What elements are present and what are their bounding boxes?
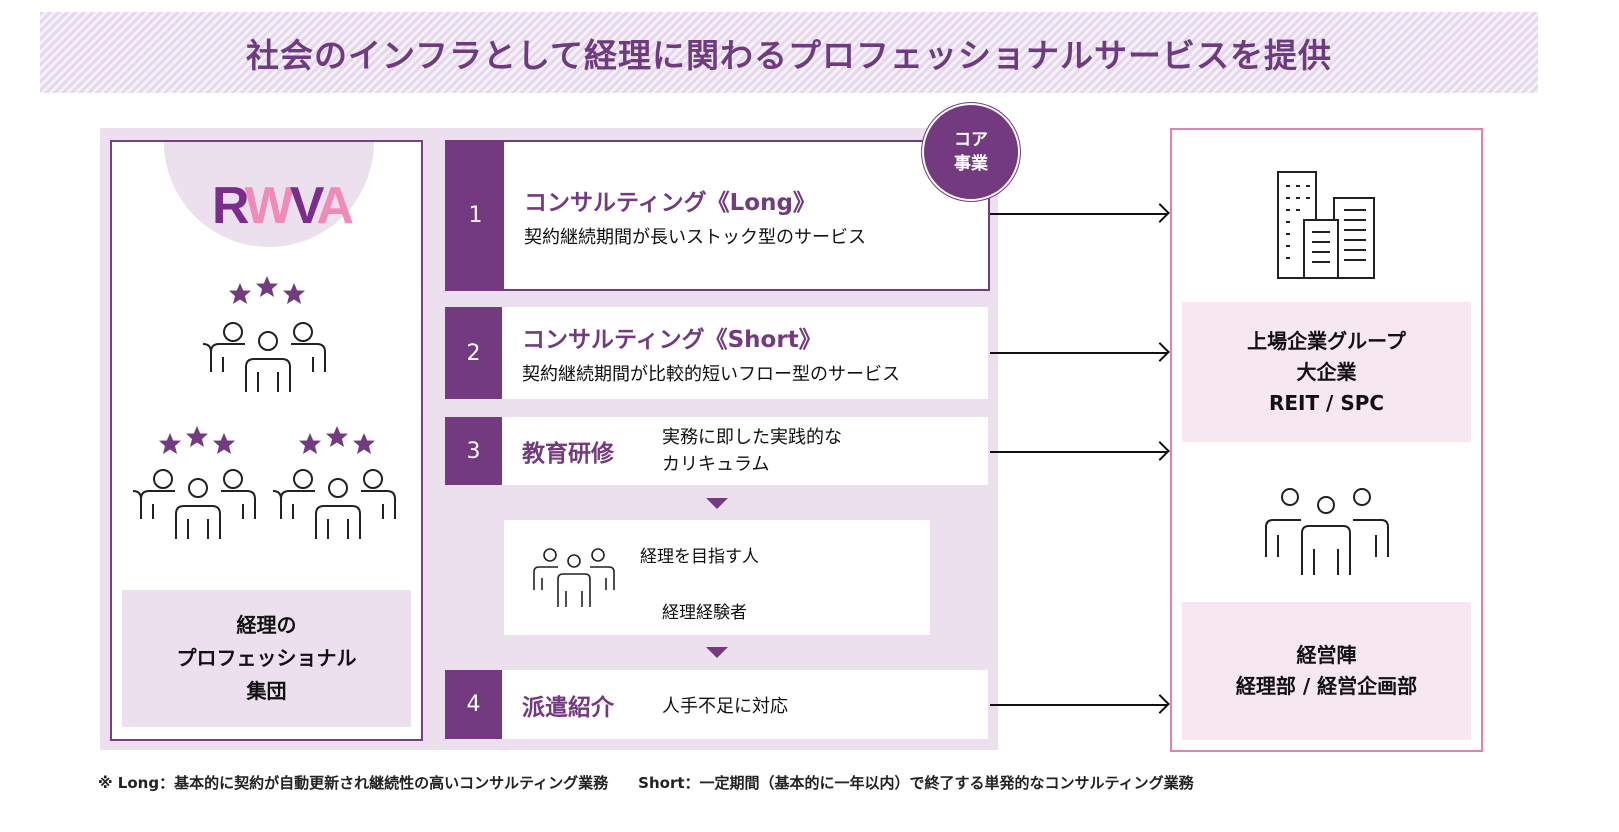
team-stars-icon: [132, 276, 396, 540]
service-title: 教育研修: [522, 441, 614, 467]
service-row-4: 4 派遣紹介 人手不足に対応: [445, 670, 988, 739]
page-title: 社会のインフラとして経理に関わるプロフェッショナルサービスを提供: [40, 12, 1538, 93]
people-icon: [1265, 488, 1389, 575]
service-number: 4: [445, 670, 502, 739]
rwa-logo: RWVA: [212, 177, 354, 235]
core-business-badge: コア事業: [922, 103, 1020, 201]
service-desc: 契約継続期間が長いストック型のサービス: [524, 226, 866, 248]
badge-line: コア: [954, 130, 988, 150]
service-number: 3: [445, 417, 502, 485]
people-icon: [533, 548, 615, 607]
professional-group-panel: RWVA 経理の プロフェッショナル 集団: [110, 140, 423, 741]
down-triangle-icon: [706, 647, 728, 658]
trainees-box: 経理を目指す人 経理経験者: [504, 520, 930, 635]
service-title: コンサルティング《Long》: [524, 189, 816, 216]
service-title: 派遣紹介: [522, 694, 614, 721]
arrow-right-icon: [990, 352, 1168, 354]
arrow-right-icon: [990, 213, 1168, 215]
down-triangle-icon: [706, 498, 728, 509]
arrow-right-icon: [990, 451, 1168, 453]
client-type-label: 経営陣 経理部 / 経営企画部: [1182, 602, 1471, 740]
service-number: 1: [447, 142, 504, 289]
arrow-right-icon: [990, 704, 1168, 706]
trainee-type: 経理を目指す人: [640, 547, 759, 567]
service-row-3: 3 教育研修 実務に即した実践的な カリキュラム: [445, 417, 988, 485]
clients-panel: 上場企業グループ 大企業 REIT / SPC 経営陣 経理部 / 経営企画部: [1170, 128, 1483, 752]
group-label: 経理の プロフェッショナル 集団: [122, 590, 411, 727]
badge-line: 事業: [954, 154, 988, 174]
footnote: ※ Long：基本的に契約が自動更新され継続性の高いコンサルティング業務 Sho…: [98, 774, 1194, 792]
service-number: 2: [445, 307, 502, 399]
service-desc: 人手不足に対応: [662, 695, 788, 717]
service-title: コンサルティング《Short》: [522, 327, 822, 353]
service-desc: 契約継続期間が比較的短いフロー型のサービス: [522, 364, 900, 385]
building-icon: [1277, 171, 1375, 279]
service-desc: 実務に即した実践的な カリキュラム: [662, 427, 842, 475]
trainee-type: 経理経験者: [662, 603, 747, 623]
client-type-label: 上場企業グループ 大企業 REIT / SPC: [1182, 302, 1471, 442]
service-row-2: 2 コンサルティング《Short》契約継続期間が比較的短いフロー型のサービス: [445, 307, 988, 399]
service-row-1: 1 コンサルティング《Long》契約継続期間が長いストック型のサービス: [445, 140, 990, 291]
